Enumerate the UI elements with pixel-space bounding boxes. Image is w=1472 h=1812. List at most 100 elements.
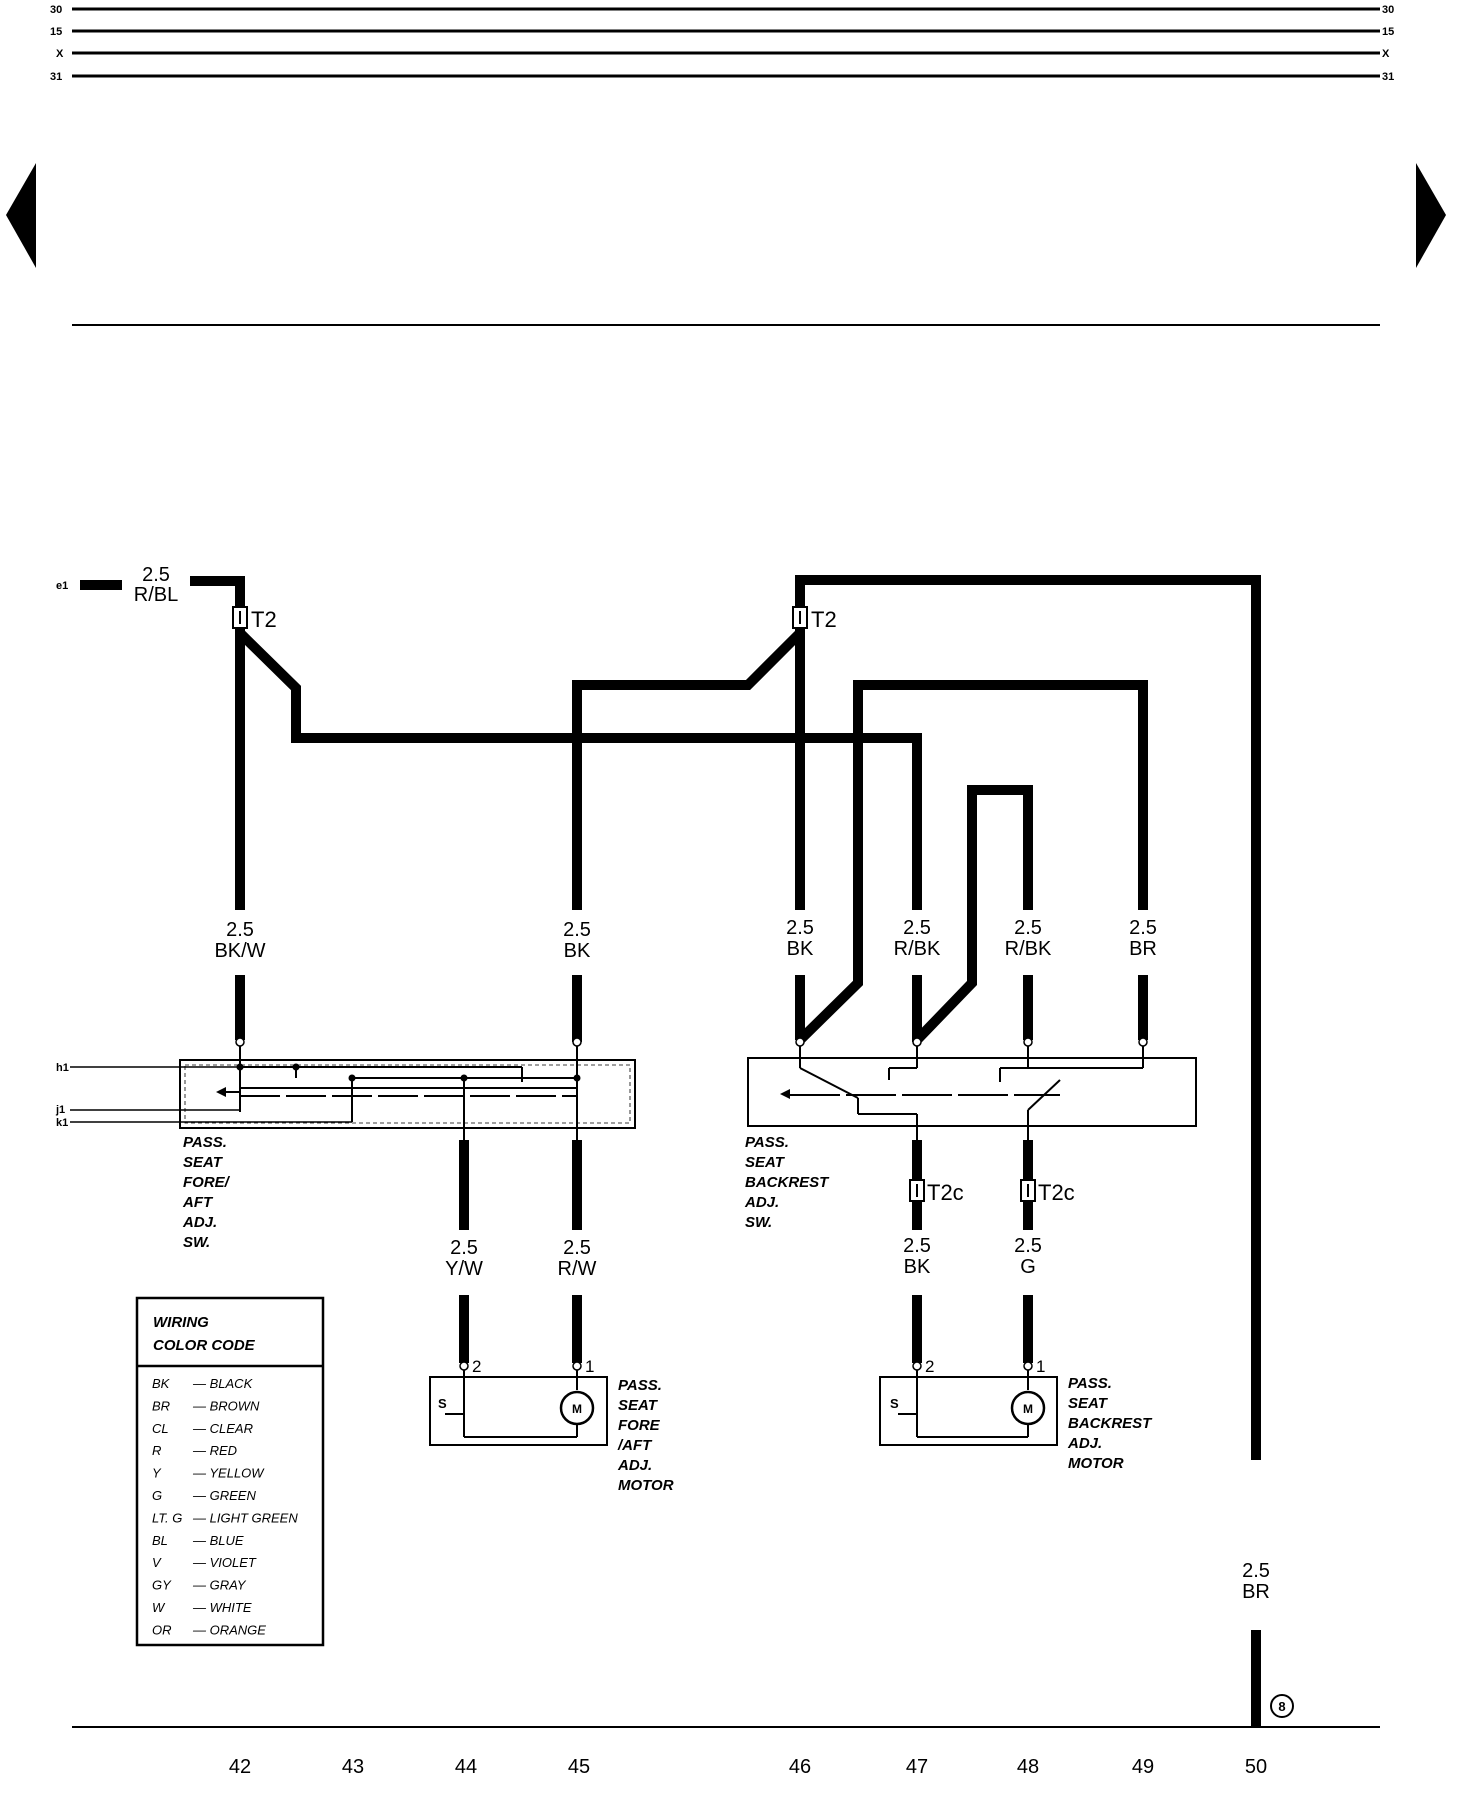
thermal-switch-icon: S: [890, 1396, 899, 1411]
wire-46-gauge: 2.5: [786, 917, 814, 939]
wire-50-color: BR: [1242, 1581, 1270, 1603]
fore-aft-motor-pin2: 2: [472, 1357, 481, 1376]
legend-code: BR: [152, 1398, 170, 1413]
legend-title-2: COLOR CODE: [153, 1337, 256, 1354]
legend-color-name: — BLACK: [192, 1376, 254, 1391]
wire-47-lower-color: BK: [904, 1256, 931, 1278]
backrest-motor-pin2: 2: [925, 1357, 934, 1376]
legend-code: W: [152, 1600, 166, 1615]
backrest-motor-pin1: 1: [1036, 1357, 1045, 1376]
fore-aft-switch-label: PASS. SEAT FORE/ AFT ADJ. SW.: [182, 1134, 233, 1251]
bus-label-x-right: X: [1382, 48, 1390, 60]
bus-label-31-left: 31: [50, 71, 62, 83]
wire-48-gauge: 2.5: [1014, 917, 1042, 939]
wire-45-gauge: 2.5: [563, 919, 591, 941]
color-code-legend: WIRING COLOR CODE BK — BLACK BR — BROWN CL — …: [135, 1296, 325, 1647]
column-number: 48: [1017, 1756, 1039, 1778]
wire-49-color: BR: [1129, 938, 1157, 960]
legend-color-name: — VIOLET: [192, 1555, 257, 1570]
svg-text:M: M: [1023, 1402, 1033, 1416]
wire-44-color: Y/W: [445, 1258, 483, 1280]
input-h1: h1: [56, 1062, 69, 1074]
legend-title-1: WIRING: [153, 1314, 209, 1331]
column-number: 47: [906, 1756, 928, 1778]
connector-t2c-47: T2c: [909, 1179, 964, 1205]
svg-text:T2: T2: [251, 607, 277, 632]
svg-text:T2: T2: [811, 607, 837, 632]
legend-code: R: [152, 1443, 161, 1458]
legend-code: LT. G: [152, 1510, 182, 1525]
column-number: 50: [1245, 1756, 1267, 1778]
wire-42-gauge: 2.5: [226, 919, 254, 941]
wire-47-color: R/BK: [894, 938, 941, 960]
legend-code: OR: [152, 1622, 172, 1637]
legend-code: CL: [152, 1421, 169, 1436]
connector-t2c-48: T2c: [1020, 1179, 1075, 1205]
wire-labels: 2.5 R/BL 2.5 BK/W 2.5 BK 2.5 BK 2.5 R/BK…: [134, 564, 1270, 1603]
legend-color-name: — BLUE: [192, 1533, 244, 1548]
fore-aft-motor-label: PASS. SEAT FORE /AFT ADJ. MOTOR: [617, 1377, 674, 1494]
motor-icon: [1010, 1390, 1046, 1426]
column-number: 46: [789, 1756, 811, 1778]
legend-color-name: — WHITE: [192, 1600, 252, 1615]
wire-45-lower-color: R/W: [558, 1258, 597, 1280]
legend-code: BK: [152, 1376, 171, 1391]
wire-47-lower-gauge: 2.5: [903, 1235, 931, 1257]
wire-48-lower-gauge: 2.5: [1014, 1235, 1042, 1257]
wire-44-gauge: 2.5: [450, 1237, 478, 1259]
svg-text:M: M: [572, 1402, 582, 1416]
legend-color-name: — BROWN: [192, 1398, 260, 1413]
legend-code: BL: [152, 1533, 168, 1548]
motor-icon: [559, 1390, 595, 1426]
wire-49-gauge: 2.5: [1129, 917, 1157, 939]
ground-point-label: 8: [1278, 1699, 1285, 1714]
fore-aft-switch: [70, 1037, 636, 1140]
wire-47-gauge: 2.5: [903, 917, 931, 939]
svg-text:T2c: T2c: [1038, 1180, 1075, 1205]
wire-48-color: R/BK: [1005, 938, 1052, 960]
legend-color-name: — GREEN: [192, 1488, 256, 1503]
legend-color-name: — ORANGE: [192, 1622, 266, 1637]
prev-page-arrow-icon[interactable]: [6, 163, 36, 268]
fore-aft-motor-pin1: 1: [585, 1357, 594, 1376]
connector-t2-left: T2: [232, 606, 277, 632]
legend-color-name: — LIGHT GREEN: [192, 1510, 298, 1525]
wire-46-color: BK: [787, 938, 814, 960]
wire-45-lower-gauge: 2.5: [563, 1237, 591, 1259]
input-j1: j1: [55, 1104, 65, 1116]
bus-label-15-right: 15: [1382, 26, 1394, 38]
wire-50-gauge: 2.5: [1242, 1560, 1270, 1582]
wire-paths: [80, 575, 1261, 1727]
connectors: T2 T2 T2c T2c: [232, 606, 1075, 1205]
next-page-arrow-icon[interactable]: [1416, 163, 1446, 268]
column-number: 43: [342, 1756, 364, 1778]
wire-e1-gauge: 2.5: [142, 564, 170, 586]
column-number: 45: [568, 1756, 590, 1778]
column-number: 49: [1132, 1756, 1154, 1778]
legend-color-name: — CLEAR: [192, 1421, 253, 1436]
backrest-switch: [747, 1037, 1197, 1140]
input-e1: e1: [56, 580, 68, 592]
legend-code: Y: [152, 1466, 162, 1481]
thermal-switch-icon: S: [438, 1396, 447, 1411]
legend-code: V: [152, 1555, 162, 1570]
bus-label-15-left: 15: [50, 26, 62, 38]
backrest-motor: 2 1 S M: [879, 1357, 1058, 1446]
legend-color-name: — GRAY: [192, 1578, 247, 1593]
bus-label-30-left: 30: [50, 4, 62, 16]
backrest-switch-label: PASS. SEAT BACKREST ADJ. SW.: [744, 1134, 833, 1231]
wire-e1-color: R/BL: [134, 584, 178, 606]
wire-48-lower-color: G: [1020, 1256, 1036, 1278]
column-number: 44: [455, 1756, 477, 1778]
backrest-motor-label: PASS. SEAT BACKREST ADJ. MOTOR: [1067, 1375, 1156, 1472]
bus-label-x-left: X: [56, 48, 64, 60]
bus-lines: 30 15 X 31 30 15 X 31: [50, 4, 1394, 83]
svg-text:T2c: T2c: [927, 1180, 964, 1205]
legend-color-name: — YELLOW: [192, 1466, 265, 1481]
bus-label-30-right: 30: [1382, 4, 1394, 16]
fore-aft-motor: 2 1 S M: [429, 1357, 608, 1446]
ground-point: 8: [1270, 1694, 1294, 1718]
